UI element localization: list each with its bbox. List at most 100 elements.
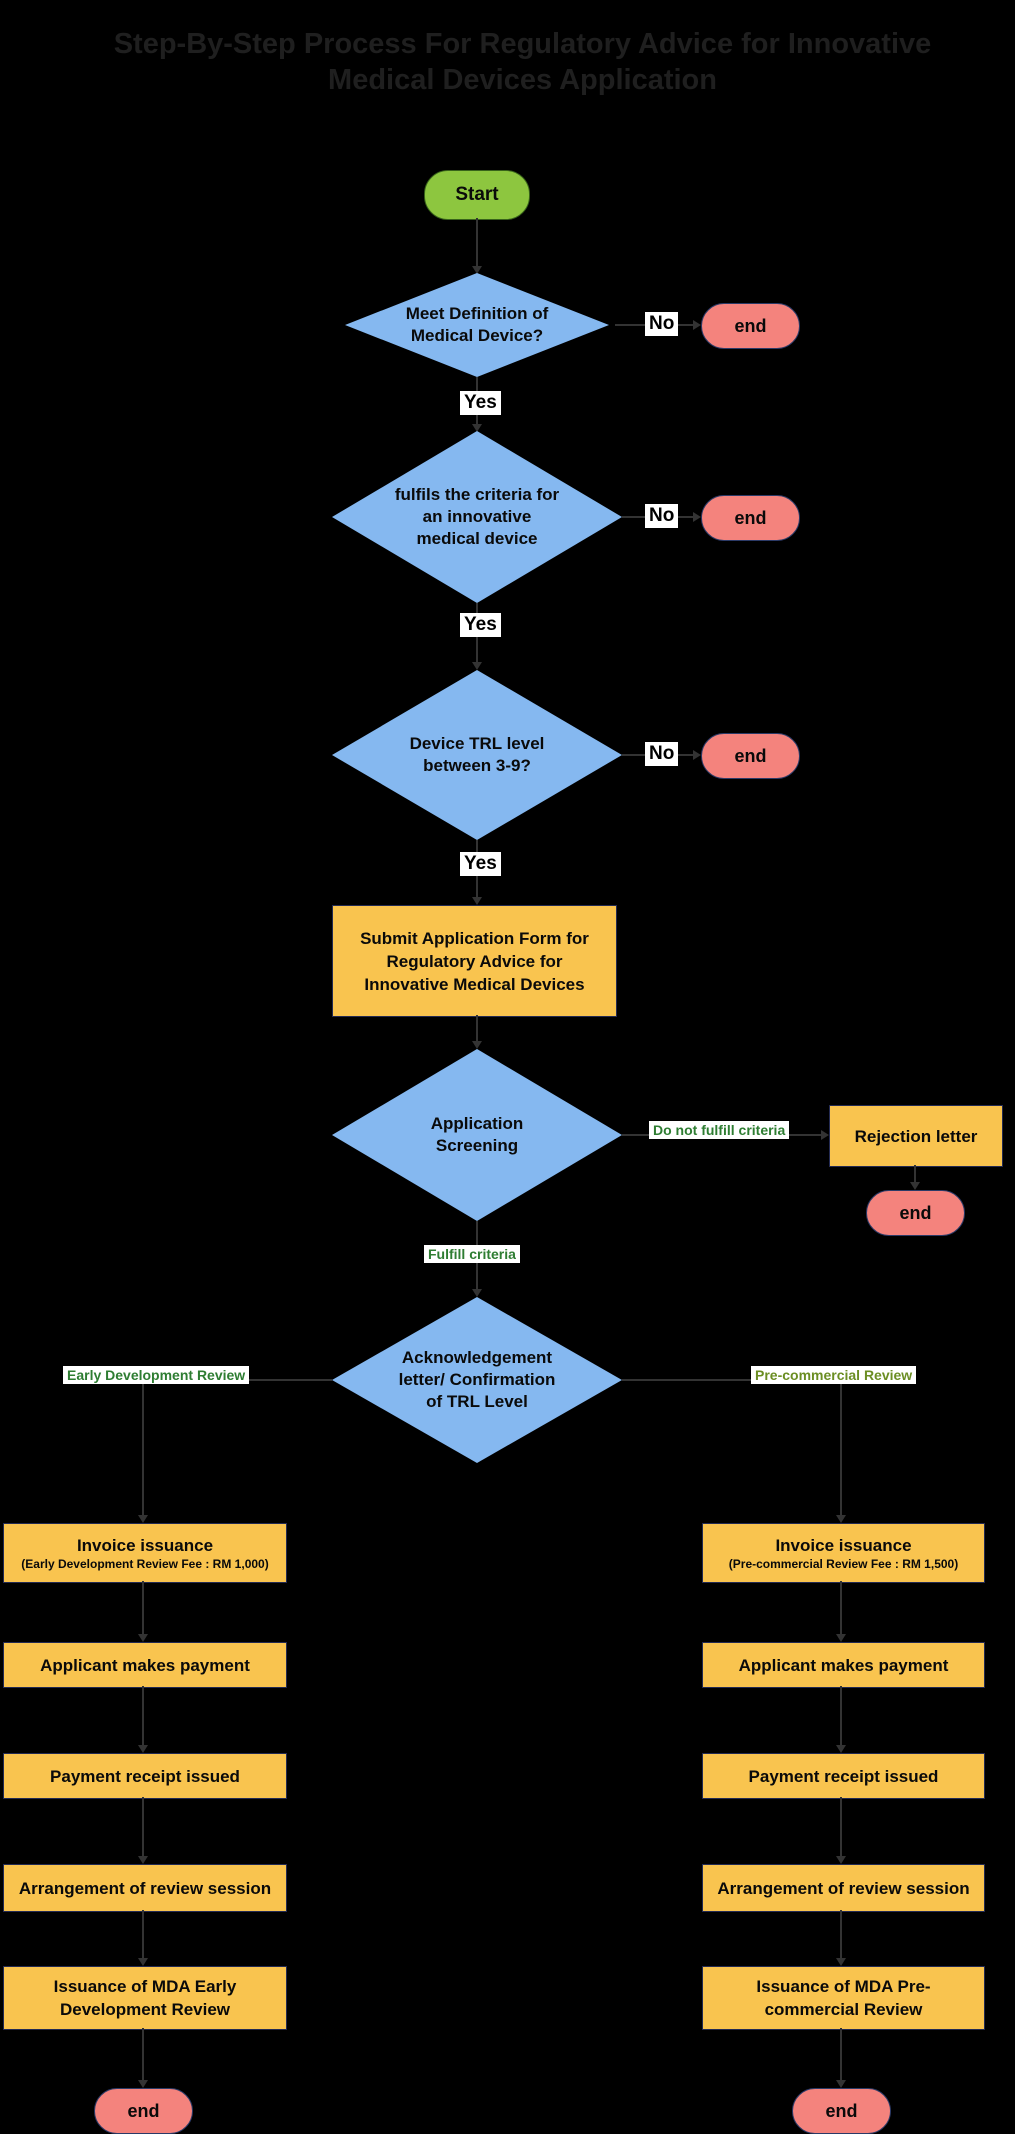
arrowhead-down-icon	[472, 424, 482, 432]
process-receipt-right-label: Payment receipt issued	[748, 1766, 939, 1786]
arrowhead-right-icon	[693, 512, 701, 522]
diagram-title: Step-By-Step Process For Regulatory Advi…	[15, 26, 1015, 98]
end-node-left-label: end	[127, 2100, 160, 2121]
end-node-1-label: end	[734, 315, 767, 336]
edge-arrangement-to-issuance-right	[840, 1910, 842, 1959]
decision-acknowledgement: Acknowledgement letter/ Confirmation of …	[332, 1297, 622, 1463]
diagram-title-line2: Medical Devices Application	[328, 64, 717, 96]
arrowhead-down-icon	[836, 1515, 846, 1523]
edge-ack-right-vertical	[840, 1379, 842, 1516]
edge-start-to-meet-definition	[476, 218, 478, 266]
process-payment-left: Applicant makes payment	[3, 1642, 287, 1688]
decision-trl-level-line1: Device TRL level	[409, 734, 545, 753]
end-node-4-label: end	[899, 1202, 932, 1223]
process-payment-left-label: Applicant makes payment	[40, 1655, 250, 1675]
process-receipt-right: Payment receipt issued	[702, 1753, 985, 1799]
edge-label-yes-1: Yes	[460, 391, 501, 415]
process-arrangement-right: Arrangement of review session	[702, 1864, 985, 1912]
process-invoice-right-fee-note: (Pre-commercial Review Fee : RM 1,500)	[728, 1557, 959, 1571]
edge-label-no-3: No	[645, 742, 679, 766]
process-submit-application: Submit Application Form for Regulatory A…	[332, 905, 617, 1017]
edge-issuance-to-end-left	[142, 2028, 144, 2081]
arrowhead-down-icon	[138, 2080, 148, 2088]
process-issuance-right: Issuance of MDA Pre- commercial Review	[702, 1966, 985, 2030]
end-node-2: end	[701, 495, 800, 541]
decision-application-screening: Application Screening	[332, 1049, 622, 1221]
edge-label-early-development-review: Early Development Review	[63, 1366, 250, 1384]
process-submit-application-line2: Regulatory Advice for	[386, 951, 563, 971]
edge-label-pre-commercial-review: Pre-commercial Review	[751, 1366, 917, 1384]
decision-meet-definition-line1: Meet Definition of	[405, 304, 549, 323]
arrowhead-down-icon	[472, 1289, 482, 1297]
end-node-right-label: end	[825, 2100, 858, 2121]
process-issuance-left-line2: Development Review	[59, 2000, 231, 2019]
arrowhead-down-icon	[836, 1634, 846, 1642]
process-invoice-right-title: Invoice issuance	[775, 1536, 912, 1555]
process-arrangement-right-label: Arrangement of review session	[717, 1878, 970, 1898]
end-node-left: end	[94, 2088, 193, 2134]
process-invoice-left-title: Invoice issuance	[76, 1536, 214, 1555]
edge-ack-right-horizontal	[622, 1379, 841, 1381]
arrowhead-down-icon	[910, 1182, 920, 1190]
edge-payment-to-receipt-right	[840, 1686, 842, 1746]
edge-invoice-to-payment-left	[142, 1581, 144, 1635]
process-issuance-right-line1: Issuance of MDA Pre-	[756, 1977, 931, 1996]
arrowhead-down-icon	[836, 1958, 846, 1966]
decision-innovative-criteria-line1: fulfils the criteria for	[394, 485, 560, 504]
arrowhead-down-icon	[138, 1958, 148, 1966]
process-issuance-right-line2: commercial Review	[764, 2000, 923, 2019]
arrowhead-down-icon	[836, 1856, 846, 1864]
decision-application-screening-line2: Screening	[435, 1136, 519, 1155]
process-rejection-letter: Rejection letter	[829, 1105, 1003, 1167]
arrowhead-right-icon	[693, 320, 701, 330]
end-node-3-label: end	[734, 745, 767, 766]
arrowhead-down-icon	[472, 897, 482, 905]
process-invoice-right: Invoice issuance (Pre-commercial Review …	[702, 1523, 985, 1583]
edge-label-no-1: No	[645, 312, 679, 336]
process-receipt-left: Payment receipt issued	[3, 1753, 287, 1799]
process-receipt-left-label: Payment receipt issued	[50, 1766, 240, 1786]
process-submit-application-line3: Innovative Medical Devices	[364, 974, 585, 994]
start-node-label: Start	[455, 184, 499, 205]
end-node-2-label: end	[734, 507, 767, 528]
diagram-title-line1: Step-By-Step Process For Regulatory Advi…	[113, 28, 932, 60]
decision-meet-definition-line2: Medical Device?	[410, 326, 544, 345]
process-arrangement-left-label: Arrangement of review session	[18, 1878, 272, 1898]
end-node-1: end	[701, 303, 800, 349]
decision-acknowledgement-line1: Acknowledgement	[401, 1348, 553, 1367]
arrowhead-down-icon	[138, 1856, 148, 1864]
arrowhead-down-icon	[472, 662, 482, 670]
edge-receipt-to-arrangement-right	[840, 1797, 842, 1857]
process-invoice-left: Invoice issuance (Early Development Revi…	[3, 1523, 287, 1583]
edge-issuance-to-end-right	[840, 2028, 842, 2081]
arrowhead-right-icon	[821, 1130, 829, 1140]
edge-label-no-2: No	[645, 504, 679, 528]
process-arrangement-left: Arrangement of review session	[3, 1864, 287, 1912]
arrowhead-down-icon	[472, 1041, 482, 1049]
decision-innovative-criteria-line3: medical device	[416, 529, 538, 548]
process-issuance-left: Issuance of MDA Early Development Review	[3, 1966, 287, 2030]
decision-trl-level-line2: between 3-9?	[423, 756, 531, 775]
arrowhead-down-icon	[138, 1745, 148, 1753]
end-node-3: end	[701, 733, 800, 779]
process-payment-right-label: Applicant makes payment	[738, 1655, 949, 1675]
process-rejection-letter-label: Rejection letter	[854, 1126, 978, 1146]
decision-innovative-criteria: fulfils the criteria for an innovative m…	[332, 431, 622, 603]
end-node-4: end	[866, 1190, 965, 1236]
process-invoice-left-fee-note: (Early Development Review Fee : RM 1,000…	[21, 1557, 269, 1571]
edge-payment-to-receipt-left	[142, 1686, 144, 1746]
arrowhead-right-icon	[693, 750, 701, 760]
edge-ack-left-vertical	[142, 1379, 144, 1516]
arrowhead-down-icon	[836, 1745, 846, 1753]
arrowhead-down-icon	[138, 1634, 148, 1642]
process-issuance-left-line1: Issuance of MDA Early	[53, 1977, 237, 1996]
arrowhead-down-icon	[836, 2080, 846, 2088]
edge-invoice-to-payment-right	[840, 1581, 842, 1635]
edge-receipt-to-arrangement-left	[142, 1797, 144, 1857]
process-payment-right: Applicant makes payment	[702, 1642, 985, 1688]
end-node-right: end	[792, 2088, 891, 2134]
edge-rejection-to-end	[914, 1165, 916, 1183]
decision-trl-level: Device TRL level between 3-9?	[332, 670, 622, 840]
edge-arrangement-to-issuance-left	[142, 1910, 144, 1959]
